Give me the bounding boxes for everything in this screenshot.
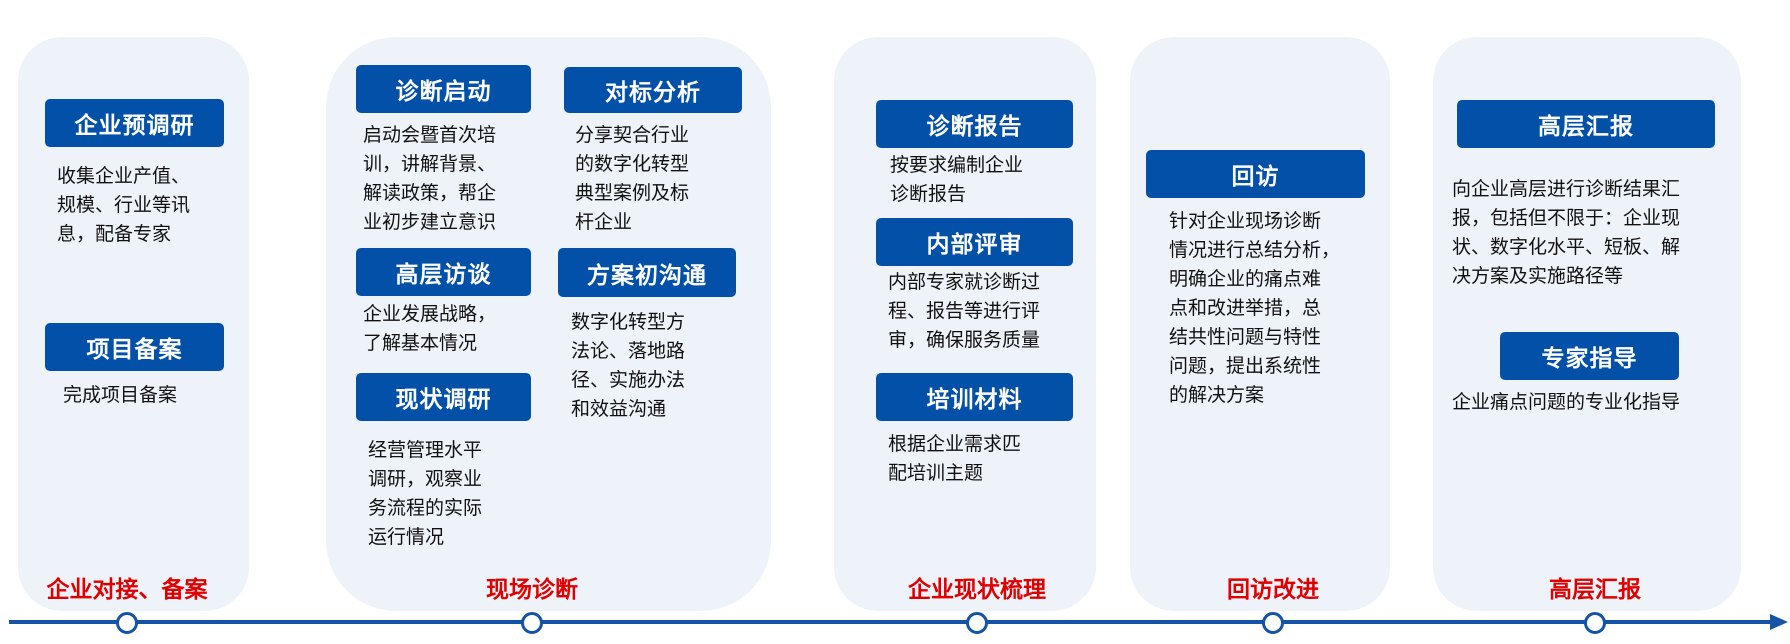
- stage-panel-2: [326, 37, 771, 611]
- step-title-follow-up-visit: 回访: [1146, 150, 1365, 198]
- step-desc-project-filing: 完成项目备案: [63, 381, 177, 410]
- desc-line: 状、数字化水平、短板、解: [1452, 236, 1681, 258]
- step-title-diagnosis-report: 诊断报告: [876, 100, 1073, 148]
- desc-line: 决方案及实施路径等: [1452, 265, 1624, 287]
- stage-label-5: 高层汇报: [1549, 577, 1641, 603]
- desc-line: 径、实施办法: [571, 369, 686, 391]
- desc-line: 分享契合行业: [575, 124, 690, 146]
- timeline-axis: [9, 620, 1774, 624]
- step-title-initial-plan-communication: 方案初沟通: [558, 248, 736, 297]
- step-desc-internal-review: 内部专家就诊断过程、报告等进行评审，确保服务质量: [888, 268, 1040, 355]
- stage-panel-4: [1130, 37, 1390, 611]
- step-title-executive-report: 高层汇报: [1457, 100, 1715, 148]
- step-title-status-research: 现状调研: [356, 373, 531, 421]
- timeline-node-2: [521, 612, 543, 634]
- step-desc-enterprise-pre-research: 收集企业产值、规模、行业等讯息，配备专家: [57, 162, 190, 249]
- desc-line: 明确企业的痛点难: [1169, 268, 1322, 290]
- desc-line: 情况进行总结分析，: [1169, 239, 1341, 261]
- step-desc-executive-report: 向企业高层进行诊断结果汇报，包括但不限于：企业现状、数字化水平、短板、解决方案及…: [1452, 175, 1680, 291]
- desc-line: 企业痛点问题的专业化指导: [1452, 391, 1681, 413]
- step-desc-benchmark-analysis: 分享契合行业的数字化转型典型案例及标杆企业: [575, 121, 689, 237]
- desc-line: 的数字化转型: [575, 153, 690, 175]
- desc-line: 企业发展战略，: [363, 303, 497, 325]
- step-desc-initial-plan-communication: 数字化转型方法论、落地路径、实施办法和效益沟通: [571, 308, 685, 424]
- desc-line: 配培训主题: [888, 462, 984, 484]
- desc-line: 运行情况: [368, 526, 445, 548]
- desc-line: 结共性问题与特性: [1169, 326, 1322, 348]
- desc-line: 杆企业: [575, 211, 633, 233]
- desc-line: 息，配备专家: [57, 223, 172, 245]
- desc-line: 收集企业产值、: [57, 165, 191, 187]
- desc-line: 业初步建立意识: [363, 211, 497, 233]
- desc-line: 训，讲解背景、: [363, 153, 497, 175]
- desc-line: 按要求编制企业: [890, 154, 1024, 176]
- desc-line: 经营管理水平: [368, 439, 483, 461]
- desc-line: 启动会暨首次培: [363, 124, 497, 146]
- desc-line: 问题，提出系统性: [1169, 355, 1322, 377]
- desc-line: 和效益沟通: [571, 398, 667, 420]
- stage-label-1: 企业对接、备案: [46, 577, 208, 603]
- desc-line: 内部专家就诊断过: [888, 271, 1041, 293]
- step-desc-executive-interview: 企业发展战略， 了解基本情况: [363, 300, 496, 358]
- desc-line: 诊断报告: [890, 183, 967, 205]
- desc-line: 完成项目备案: [63, 384, 178, 406]
- step-title-executive-interview: 高层访谈: [356, 248, 531, 296]
- desc-line: 报，包括但不限于：企业现: [1452, 207, 1681, 229]
- stage-label-3: 企业现状梳理: [908, 577, 1046, 603]
- desc-line: 程、报告等进行评: [888, 300, 1041, 322]
- desc-line: 调研，观察业: [368, 468, 483, 490]
- desc-line: 规模、行业等讯: [57, 194, 191, 216]
- desc-line: 审，确保服务质量: [888, 329, 1041, 351]
- stage-label-4: 回访改进: [1227, 577, 1319, 603]
- step-title-benchmark-analysis: 对标分析: [564, 67, 742, 113]
- desc-line: 务流程的实际: [368, 497, 483, 519]
- desc-line: 解读政策，帮企: [363, 182, 497, 204]
- desc-line: 的解决方案: [1169, 384, 1265, 406]
- desc-line: 了解基本情况: [363, 332, 478, 354]
- step-desc-status-research: 经营管理水平调研，观察业务流程的实际运行情况: [368, 436, 482, 552]
- desc-line: 针对企业现场诊断: [1169, 210, 1322, 232]
- step-title-internal-review: 内部评审: [876, 218, 1073, 266]
- timeline-node-4: [1262, 612, 1284, 634]
- step-desc-expert-guidance: 企业痛点问题的专业化指导: [1452, 388, 1680, 417]
- stage-label-2: 现场诊断: [486, 577, 578, 603]
- desc-line: 数字化转型方: [571, 311, 686, 333]
- timeline-node-5: [1584, 612, 1606, 634]
- desc-line: 法论、落地路: [571, 340, 686, 362]
- step-desc-training-materials: 根据企业需求匹配培训主题: [888, 430, 1021, 488]
- desc-line: 典型案例及标: [575, 182, 690, 204]
- step-title-diagnosis-kickoff: 诊断启动: [356, 65, 531, 113]
- step-desc-diagnosis-report: 按要求编制企业诊断报告: [890, 151, 1023, 209]
- step-title-enterprise-pre-research: 企业预调研: [45, 99, 224, 147]
- step-title-expert-guidance: 专家指导: [1500, 332, 1679, 380]
- timeline-node-3: [966, 612, 988, 634]
- step-title-project-filing: 项目备案: [45, 323, 224, 371]
- step-title-training-materials: 培训材料: [876, 373, 1073, 421]
- step-desc-follow-up-visit: 针对企业现场诊断情况进行总结分析， 明确企业的痛点难点和改进举措，总结共性问题与特…: [1169, 207, 1340, 410]
- desc-line: 向企业高层进行诊断结果汇: [1452, 178, 1681, 200]
- desc-line: 根据企业需求匹: [888, 433, 1022, 455]
- timeline-node-1: [116, 612, 138, 634]
- step-desc-diagnosis-kickoff: 启动会暨首次培训，讲解背景、解读政策，帮企业初步建立意识: [363, 121, 496, 237]
- timeline-arrow-icon: [1770, 614, 1788, 630]
- desc-line: 点和改进举措，总: [1169, 297, 1322, 319]
